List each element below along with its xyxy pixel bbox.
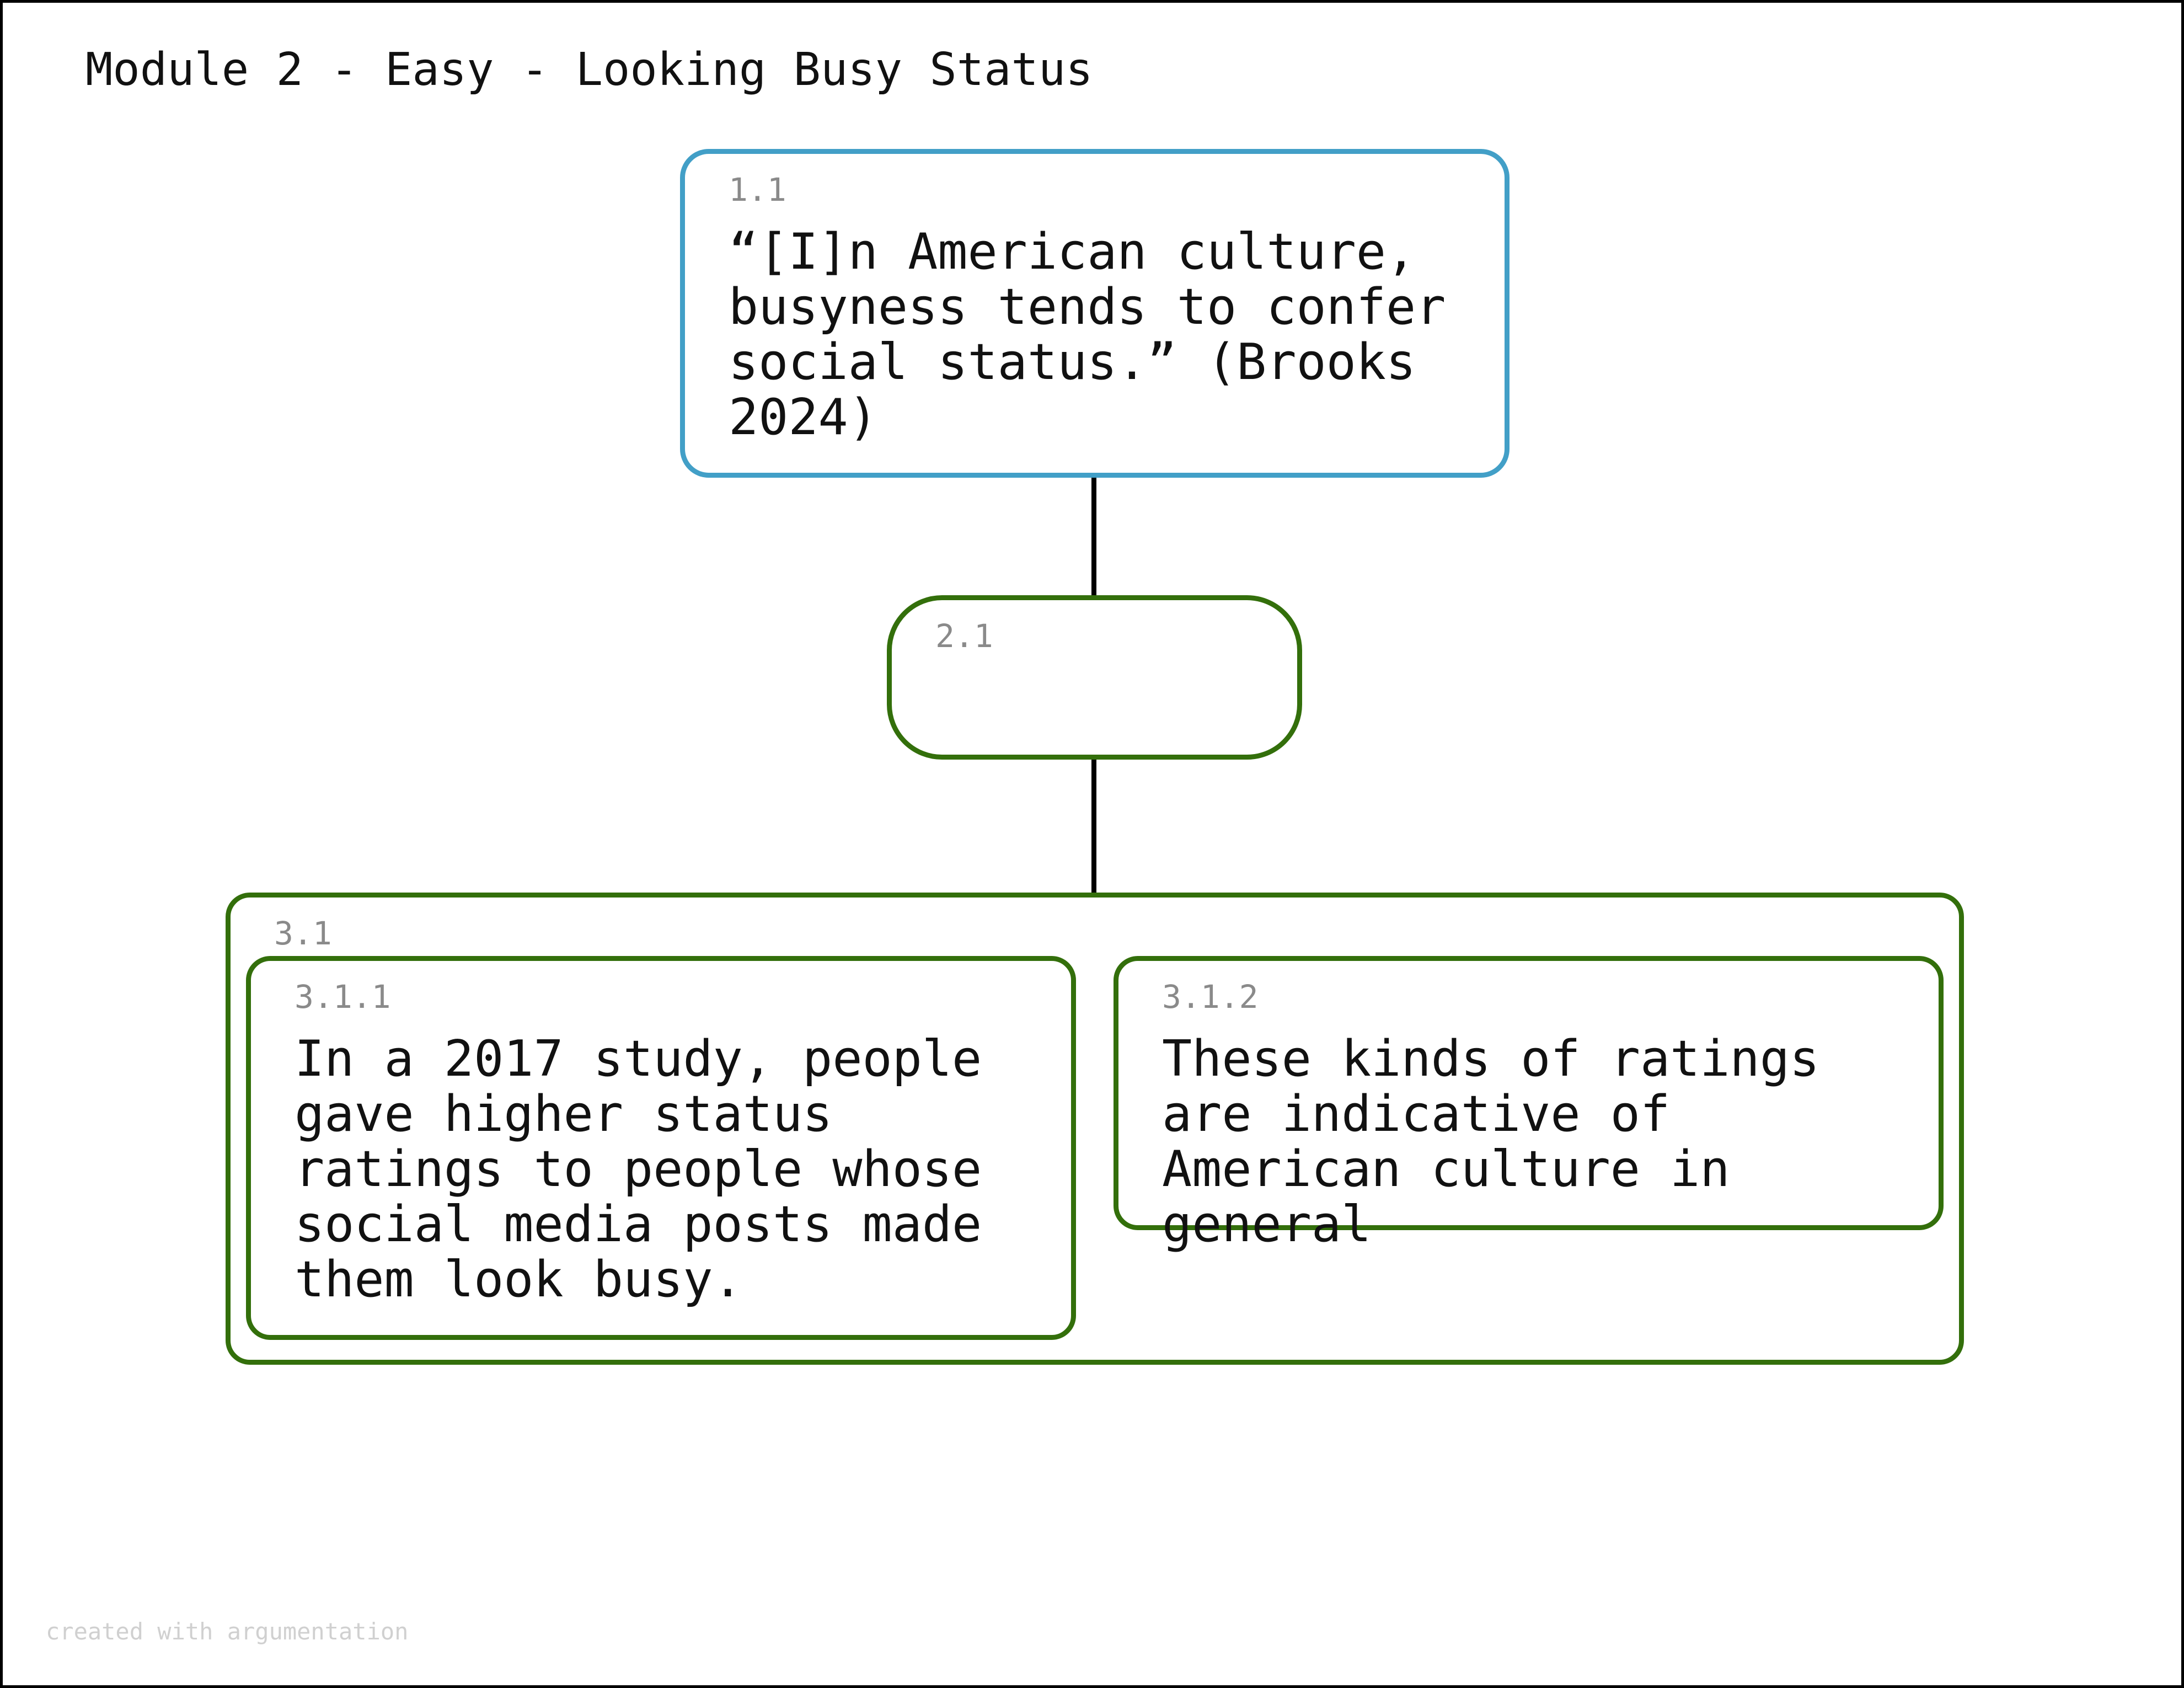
connector-2-1-to-3-1 xyxy=(1091,756,1096,894)
node-label: 3.1.1 xyxy=(295,978,391,1016)
premise-node-3-1-2[interactable]: 3.1.2 These kinds of ratings are indicat… xyxy=(1114,956,1944,1252)
inference-node-2-1[interactable]: 2.1 xyxy=(887,595,1302,760)
connector-1-1-to-2-1 xyxy=(1091,474,1096,599)
watermark-text: created with argumentation xyxy=(46,1618,409,1645)
node-label: 1.1 xyxy=(729,171,786,209)
premise-node-3-1-1[interactable]: 3.1.1 In a 2017 study, people gave highe… xyxy=(246,956,1076,1340)
node-text: These kinds of ratings are indicative of… xyxy=(1162,1030,1820,1253)
node-text: In a 2017 study, people gave higher stat… xyxy=(295,1030,982,1308)
premise-group-node-3-1[interactable]: 3.1 xyxy=(226,893,1964,1365)
node-label: 2.1 xyxy=(935,617,993,655)
diagram-title: Module 2 - Easy - Looking Busy Status xyxy=(85,44,1093,96)
node-text: “[I]n American culture, busyness tends t… xyxy=(729,223,1446,446)
node-label: 3.1.2 xyxy=(1162,978,1259,1016)
node-label: 3.1 xyxy=(274,915,332,952)
claim-node-1-1[interactable]: 1.1 “[I]n American culture, busyness ten… xyxy=(680,149,1509,478)
